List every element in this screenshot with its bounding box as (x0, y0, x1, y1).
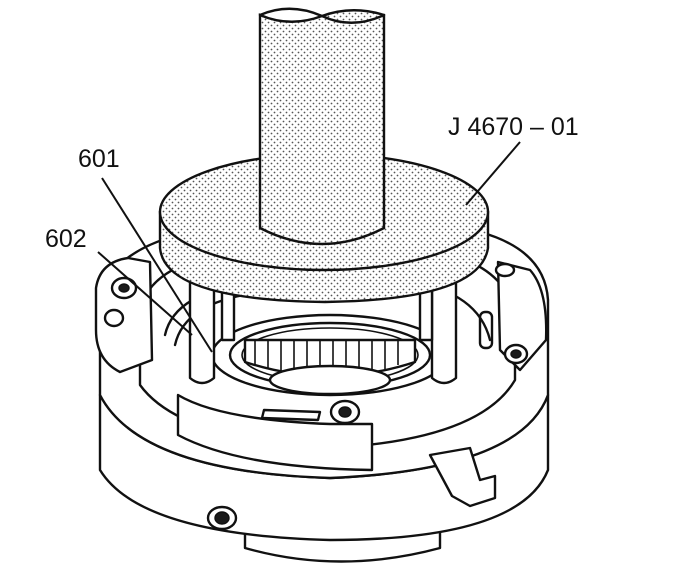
tool-j4670-01 (158, 7, 490, 304)
splined-gear (243, 338, 417, 396)
housing-notch (428, 446, 497, 508)
leader-601 (101, 177, 213, 353)
callout-602-label: 602 (45, 225, 87, 253)
callout-601-label: 601 (78, 145, 120, 173)
mounting-hole-inner (214, 511, 230, 525)
leader-tool (465, 141, 521, 206)
leader-602 (97, 251, 193, 336)
tool-legs (188, 268, 458, 385)
housing-front-plate (176, 393, 374, 472)
callout-tool-label: J 4670 – 01 (448, 113, 579, 141)
callout-leaders (97, 141, 521, 353)
